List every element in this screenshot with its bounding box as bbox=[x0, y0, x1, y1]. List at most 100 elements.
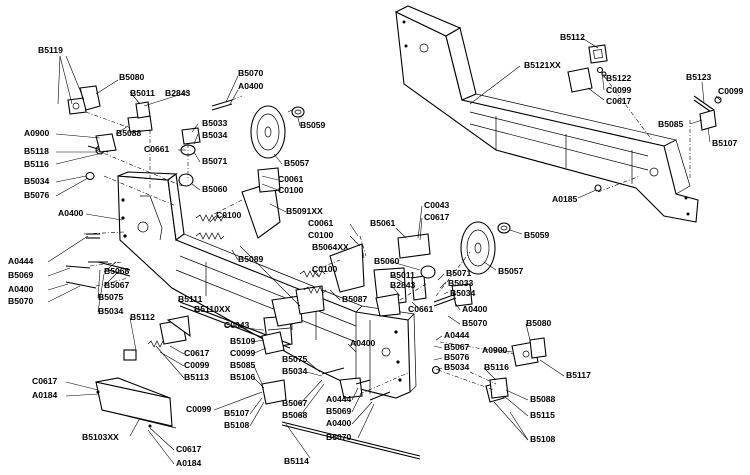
label-b5111: B5111 bbox=[178, 294, 203, 304]
label-b5109: B5109 bbox=[230, 336, 256, 346]
label-b5069-left: B5069 bbox=[8, 270, 34, 280]
label-b5112-right: B5112 bbox=[560, 32, 585, 42]
main-frame bbox=[117, 171, 417, 399]
label-b5059-right: B5059 bbox=[524, 230, 550, 240]
label-c0099-left: C0099 bbox=[230, 348, 256, 358]
label-c0061-left: C0061 bbox=[278, 174, 304, 184]
label-c0100-right: C0100 bbox=[312, 264, 338, 274]
label-b5068-left: B5068 bbox=[104, 266, 130, 276]
label-b5122: B5122 bbox=[606, 73, 632, 83]
label-b5088-left: B5088 bbox=[116, 128, 142, 138]
label-b5060-right: B5060 bbox=[374, 256, 400, 266]
label-c0617-lower-left: C0617 bbox=[32, 376, 58, 386]
bottom-left-parts bbox=[95, 315, 285, 429]
label-a0400-left: A0400 bbox=[58, 208, 84, 218]
label-b5107-right: B5107 bbox=[712, 138, 738, 148]
label-b5034-left-3: B5034 bbox=[98, 306, 124, 316]
label-b5116-left: B5116 bbox=[24, 159, 49, 169]
label-b5085-right: B5085 bbox=[658, 119, 684, 129]
label-b5075-mid: B5075 bbox=[282, 354, 308, 364]
label-b5033-right: B5033 bbox=[448, 278, 474, 288]
leader-lines bbox=[47, 37, 721, 465]
label-b5089: B5089 bbox=[238, 254, 264, 264]
label-b5071-left: B5071 bbox=[202, 156, 228, 166]
label-a0900-left: A0900 bbox=[24, 128, 50, 138]
label-b5107-mid: B5107 bbox=[224, 408, 250, 418]
label-b5057-right: B5057 bbox=[498, 266, 524, 276]
label-b5057-left: B5057 bbox=[284, 158, 310, 168]
label-a0444-mid: A0444 bbox=[326, 394, 352, 404]
label-b5064xx: B5064XX bbox=[312, 242, 349, 252]
label-a0400-right: A0400 bbox=[462, 304, 488, 314]
label-a0400-right-2: A0400 bbox=[350, 338, 376, 348]
label-b5080-left: B5080 bbox=[119, 72, 145, 82]
plates bbox=[241, 167, 473, 317]
label-c0100-left-a: C0100 bbox=[278, 185, 304, 195]
label-c0617-right: C0617 bbox=[606, 96, 632, 106]
upper-right-small-parts bbox=[567, 44, 722, 192]
label-c0100-mid-2: C0100 bbox=[308, 230, 334, 240]
label-b5034-right-2: B5034 bbox=[444, 362, 470, 372]
label-a0900-right: A0900 bbox=[482, 345, 508, 355]
label-c0099-left-2: C0099 bbox=[184, 360, 210, 370]
label-a0444-right: A0444 bbox=[444, 330, 470, 340]
alignment-lines bbox=[83, 75, 691, 395]
label-b5112-left: B5112 bbox=[130, 312, 155, 322]
label-b5121xx: B5121XX bbox=[524, 60, 561, 70]
label-b5108-mid: B5108 bbox=[224, 420, 250, 430]
label-b5106: B5106 bbox=[230, 372, 256, 382]
label-c0661-right: C0661 bbox=[408, 304, 434, 314]
label-a0184-lower-left: A0184 bbox=[32, 390, 58, 400]
label-c0099-right: C0099 bbox=[606, 85, 632, 95]
label-b5059-left: B5059 bbox=[300, 120, 326, 130]
label-b5117: B5117 bbox=[566, 370, 591, 380]
label-b5070-right: B5070 bbox=[462, 318, 488, 328]
label-b5070-left: B5070 bbox=[8, 296, 34, 306]
right-pulley bbox=[420, 221, 511, 307]
label-b5033-left: B5033 bbox=[202, 118, 228, 128]
label-b5034-left: B5034 bbox=[24, 176, 50, 186]
label-b5061: B5061 bbox=[370, 218, 396, 228]
label-c0100-mid: C0100 bbox=[216, 210, 242, 220]
label-b5011-right: B5011 bbox=[390, 270, 415, 280]
label-b5011-left: B5011 bbox=[130, 88, 155, 98]
label-c0617-mid: C0617 bbox=[424, 212, 450, 222]
label-c0061-mid: C0061 bbox=[308, 218, 334, 228]
label-b5118: B5118 bbox=[24, 146, 49, 156]
label-b5091xx: B5091XX bbox=[286, 206, 323, 216]
label-b5119: B5119 bbox=[38, 45, 63, 55]
label-b5034-mid: B5034 bbox=[282, 366, 308, 376]
label-b5060-left: B5060 bbox=[202, 184, 228, 194]
label-b5075-left: B5075 bbox=[98, 292, 124, 302]
label-a0400-mid: A0400 bbox=[326, 418, 352, 428]
label-b5076-right: B5076 bbox=[444, 352, 470, 362]
label-c0661-left: C0661 bbox=[144, 144, 170, 154]
label-a0400-top: A0400 bbox=[238, 81, 264, 91]
springs bbox=[147, 214, 327, 348]
label-b5087: B5087 bbox=[342, 294, 368, 304]
label-c0617-lower-bottom: C0617 bbox=[176, 444, 202, 454]
label-b5076-left: B5076 bbox=[24, 190, 50, 200]
label-a0184-lower-bottom: A0184 bbox=[176, 458, 202, 468]
label-b5070-mid: B5070 bbox=[326, 432, 352, 442]
label-b5115: B5115 bbox=[530, 410, 555, 420]
label-b5116-right: B5116 bbox=[484, 362, 509, 372]
label-b5114: B5114 bbox=[284, 456, 309, 466]
label-b5067-right: B5067 bbox=[444, 342, 470, 352]
label-b5034-left-up: B5034 bbox=[202, 130, 228, 140]
label-a0185: A0185 bbox=[552, 194, 578, 204]
label-b5067-left: B5067 bbox=[104, 280, 130, 290]
label-b5070-top: B5070 bbox=[238, 68, 264, 78]
label-b5108-right: B5108 bbox=[530, 434, 556, 444]
label-b5110xx: B5110XX bbox=[194, 304, 231, 314]
label-b2843-left: B2843 bbox=[165, 88, 191, 98]
label-c0043-right: C0043 bbox=[424, 200, 450, 210]
label-c0617-left: C0617 bbox=[184, 348, 210, 358]
label-a0400-left-2: A0400 bbox=[8, 284, 34, 294]
label-c0099-mid: C0099 bbox=[186, 404, 212, 414]
label-b5080-right: B5080 bbox=[526, 318, 552, 328]
left-pulley bbox=[250, 105, 305, 159]
label-b5067-mid: B5067 bbox=[282, 398, 308, 408]
label-b5034-right: B5034 bbox=[450, 288, 476, 298]
